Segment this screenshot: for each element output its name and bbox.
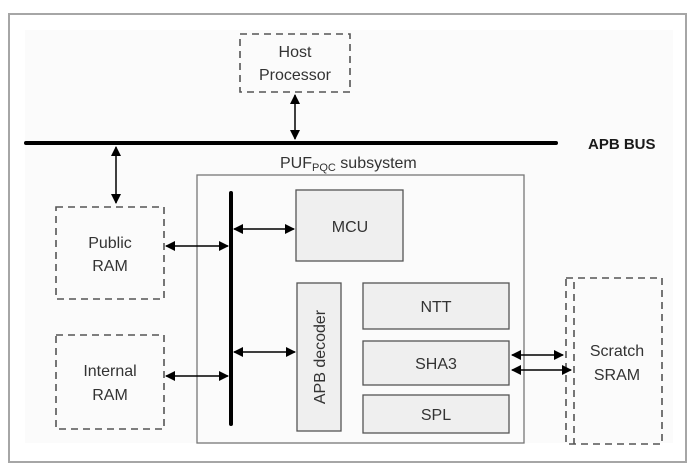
internal-ram-label-line1: Internal: [83, 363, 136, 380]
sha3-label: SHA3: [415, 356, 457, 373]
scratch-sram-block: Scratch SRAM: [565, 277, 663, 445]
spl-label: SPL: [421, 407, 451, 424]
subsystem-title-rest: subsystem: [336, 155, 417, 172]
apb-decoder-label: APB decoder: [312, 309, 329, 404]
public-ram-block: Public RAM: [55, 206, 165, 300]
public-ram-label-line2: RAM: [92, 258, 128, 275]
internal-ram-label-line2: RAM: [92, 387, 128, 404]
subsystem-title: PUFPQC subsystem: [280, 155, 417, 174]
subsystem-title-subscript: PQC: [312, 162, 336, 174]
mcu-label: MCU: [332, 219, 368, 236]
scratch-sram-label-line2: SRAM: [594, 367, 640, 384]
spl-block: SPL: [362, 394, 510, 434]
subsystem-title-main: PUF: [280, 155, 312, 172]
scratch-sram-label-line1: Scratch: [590, 343, 644, 360]
sha3-block: SHA3: [362, 340, 510, 386]
host-processor-label-line2: Processor: [259, 67, 332, 84]
host-processor-block: Host Processor: [239, 33, 351, 93]
ntt-label: NTT: [420, 299, 451, 316]
subsystem-box: [196, 174, 525, 444]
ntt-block: NTT: [362, 282, 510, 330]
internal-ram-block: Internal RAM: [55, 334, 165, 430]
host-processor-label-line1: Host: [279, 44, 312, 61]
mcu-block: MCU: [295, 189, 404, 262]
apb-bus-label: APB BUS: [588, 136, 656, 153]
apb-decoder-block: APB decoder: [296, 282, 342, 432]
public-ram-label-line1: Public: [88, 235, 132, 252]
